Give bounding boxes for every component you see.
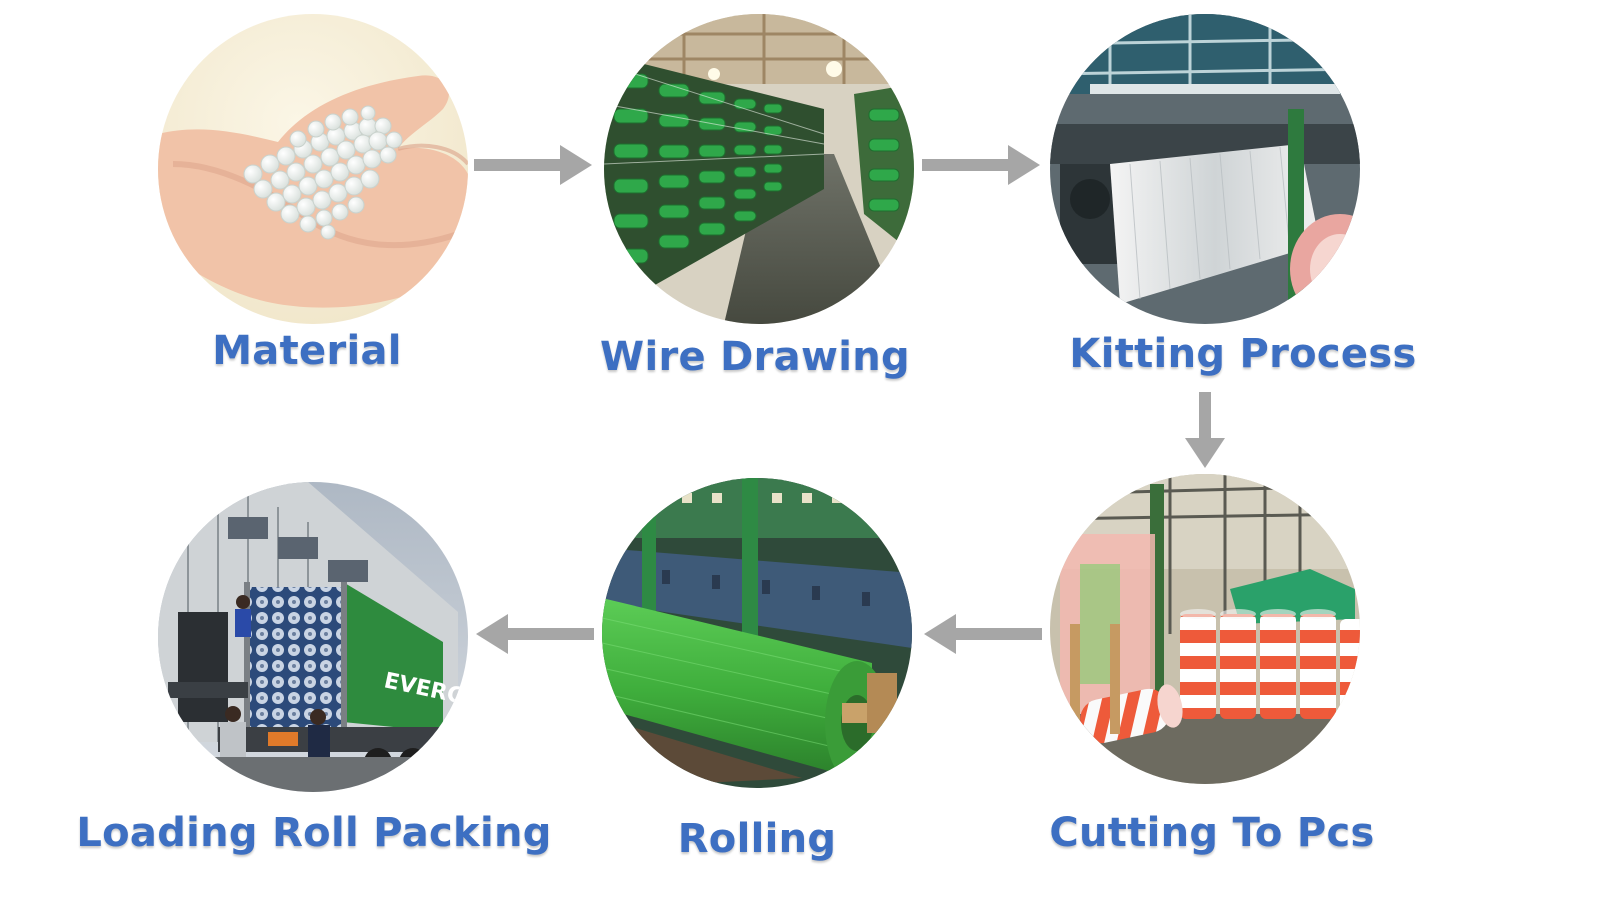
step-material-label: Material (212, 328, 402, 374)
step-loading-roll-packing-label: Loading Roll Packing (76, 810, 552, 856)
step-kitting-process-image (1050, 14, 1360, 324)
step-loading-roll-packing-image: EVERGREEN (158, 482, 468, 792)
arrow-right-icon (474, 145, 592, 185)
step-rolling-label: Rolling (677, 816, 837, 862)
step-kitting-process-label: Kitting Process (1069, 331, 1417, 377)
arrow-left-icon (476, 614, 594, 654)
step-cutting-to-pcs-image (1050, 474, 1360, 784)
arrow-right-icon (922, 145, 1040, 185)
step-material-image (158, 14, 468, 324)
arrow-down-icon (1185, 392, 1225, 468)
step-rolling-image (602, 478, 912, 788)
step-cutting-to-pcs-label: Cutting To Pcs (1049, 810, 1375, 856)
arrow-left-icon (924, 614, 1042, 654)
step-wire-drawing-label: Wire Drawing (600, 334, 910, 380)
step-wire-drawing-image (604, 14, 914, 324)
